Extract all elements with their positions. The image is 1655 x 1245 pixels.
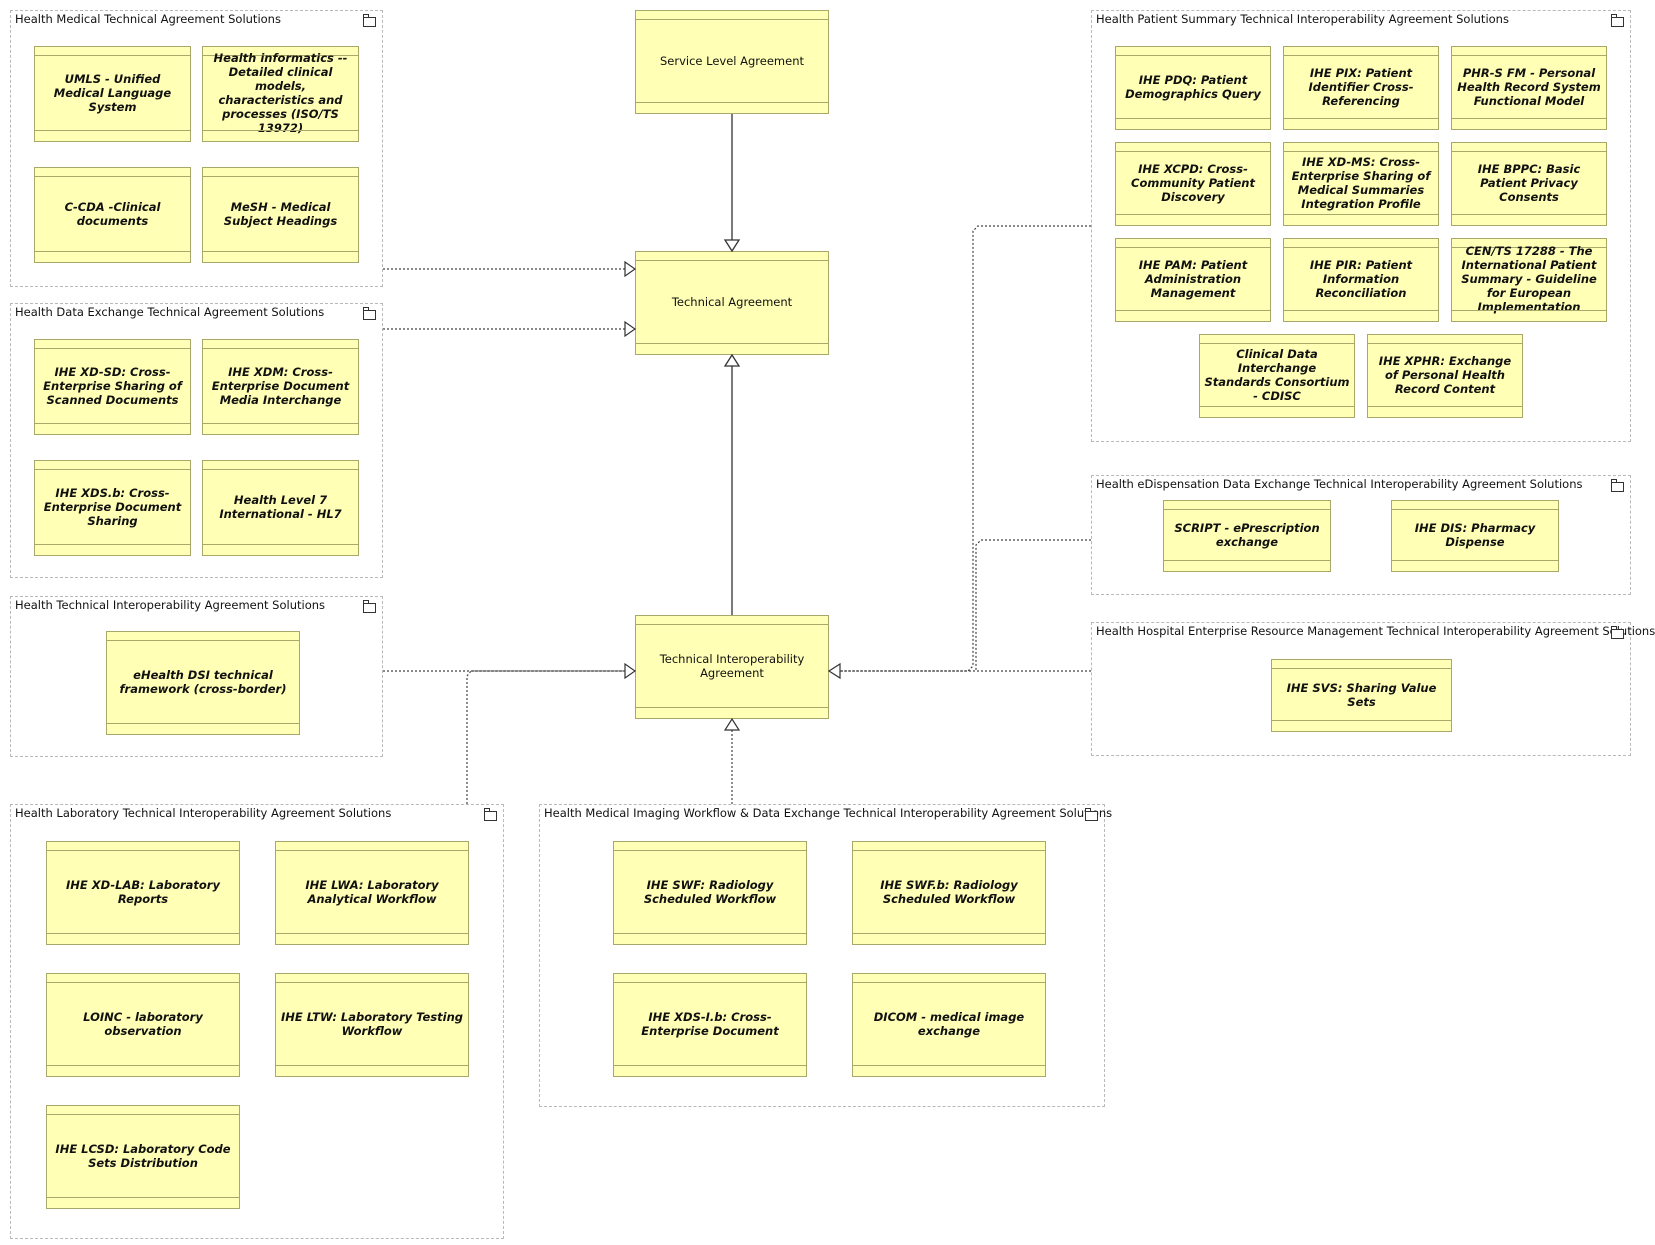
solution-cen-ts-17288[interactable]: CEN/TS 17288 - The International Patient… [1451,238,1607,322]
group-title: Health eDispensation Data Exchange Techn… [1096,477,1583,491]
technical-agreement[interactable]: Technical Agreement [635,251,829,355]
solution-ihe-svs[interactable]: IHE SVS: Sharing Value Sets [1271,659,1452,732]
solution-ihe-pam[interactable]: IHE PAM: Patient Administration Manageme… [1115,238,1271,322]
solution-dicom[interactable]: DICOM - medical image exchange [852,973,1046,1077]
group-title: Health Technical Interoperability Agreem… [15,598,326,612]
group-title: Health Laboratory Technical Interoperabi… [15,806,392,820]
solution-mesh[interactable]: MeSH - Medical Subject Headings [202,167,359,263]
solution-ihe-xdm[interactable]: IHE XDM: Cross-Enterprise Document Media… [202,339,359,435]
folder-icon [1084,808,1098,821]
technical-interoperability-agreement[interactable]: Technical Interoperability Agreement [635,615,829,719]
solution-ehealth-dsi[interactable]: eHealth DSI technical framework (cross-b… [106,631,300,735]
group-title: Health Medical Technical Agreement Solut… [15,12,281,26]
realization-edge [840,225,1091,672]
solution-ihe-xphr[interactable]: IHE XPHR: Exchange of Personal Health Re… [1367,334,1523,418]
folder-icon [1610,479,1624,492]
hollow-triangle-arrowhead [723,717,741,731]
group-title: Health Data Exchange Technical Agreement… [15,305,325,319]
service-level-agreement[interactable]: Service Level Agreement [635,10,829,114]
solution-ihe-xcpd[interactable]: IHE XCPD: Cross-Community Patient Discov… [1115,142,1271,226]
solution-ihe-pdq[interactable]: IHE PDQ: Patient Demographics Query [1115,46,1271,130]
folder-icon [1610,626,1624,639]
solution-ihe-swf[interactable]: IHE SWF: Radiology Scheduled Workflow [613,841,807,945]
solution-script[interactable]: SCRIPT - ePrescription exchange [1163,500,1331,572]
folder-icon [362,14,376,27]
folder-icon [362,307,376,320]
hollow-triangle-arrowhead [624,662,637,680]
solution-ihe-swf-b[interactable]: IHE SWF.b: Radiology Scheduled Workflow [852,841,1046,945]
solution-ihe-pix[interactable]: IHE PIX: Patient Identifier Cross-Refere… [1283,46,1439,130]
solution-ihe-xds-i-b[interactable]: IHE XDS-I.b: Cross-Enterprise Document [613,973,807,1077]
solution-ihe-bppc[interactable]: IHE BPPC: Basic Patient Privacy Consents [1451,142,1607,226]
solution-loinc[interactable]: LOINC - laboratory observation [46,973,240,1077]
solution-c-cda[interactable]: C-CDA -Clinical documents [34,167,191,263]
realization-edge [975,539,1091,671]
solution-hl7[interactable]: Health Level 7 International - HL7 [202,460,359,556]
solution-ihe-pir[interactable]: IHE PIR: Patient Information Reconciliat… [1283,238,1439,322]
solution-cdisc[interactable]: Clinical Data Interchange Standards Cons… [1199,334,1355,418]
solution-ihe-xds-b[interactable]: IHE XDS.b: Cross-Enterprise Document Sha… [34,460,191,556]
realization-edge [466,670,625,804]
folder-icon [362,600,376,613]
folder-icon [1610,14,1624,27]
solution-phr-s-fm[interactable]: PHR-S FM - Personal Health Record System… [1451,46,1607,130]
solution-ihe-ltw[interactable]: IHE LTW: Laboratory Testing Workflow [275,973,469,1077]
solution-ihe-lcsd[interactable]: IHE LCSD: Laboratory Code Sets Distribut… [46,1105,240,1209]
solution-umls[interactable]: UMLS - Unified Medical Language System [34,46,191,142]
hollow-triangle-arrowhead [827,662,841,680]
hollow-triangle-arrowhead [723,353,741,367]
hollow-triangle-arrowhead [624,260,637,278]
solution-ihe-lwa[interactable]: IHE LWA: Laboratory Analytical Workflow [275,841,469,945]
solution-ihe-dis[interactable]: IHE DIS: Pharmacy Dispense [1391,500,1559,572]
group-title: Health Hospital Enterprise Resource Mana… [1096,624,1655,638]
solution-ihe-xd-ms[interactable]: IHE XD-MS: Cross-Enterprise Sharing of M… [1283,142,1439,226]
hollow-triangle-arrowhead [723,239,741,253]
solution-ihe-xd-lab[interactable]: IHE XD-LAB: Laboratory Reports [46,841,240,945]
solution-ihe-xd-sd[interactable]: IHE XD-SD: Cross-Enterprise Sharing of S… [34,339,191,435]
solution-iso-ts-13972[interactable]: Health informatics -- Detailed clinical … [202,46,359,142]
group-title: Health Medical Imaging Workflow & Data E… [544,806,1113,820]
group-title: Health Patient Summary Technical Interop… [1096,12,1509,26]
folder-icon [483,808,497,821]
hollow-triangle-arrowhead [624,320,637,338]
